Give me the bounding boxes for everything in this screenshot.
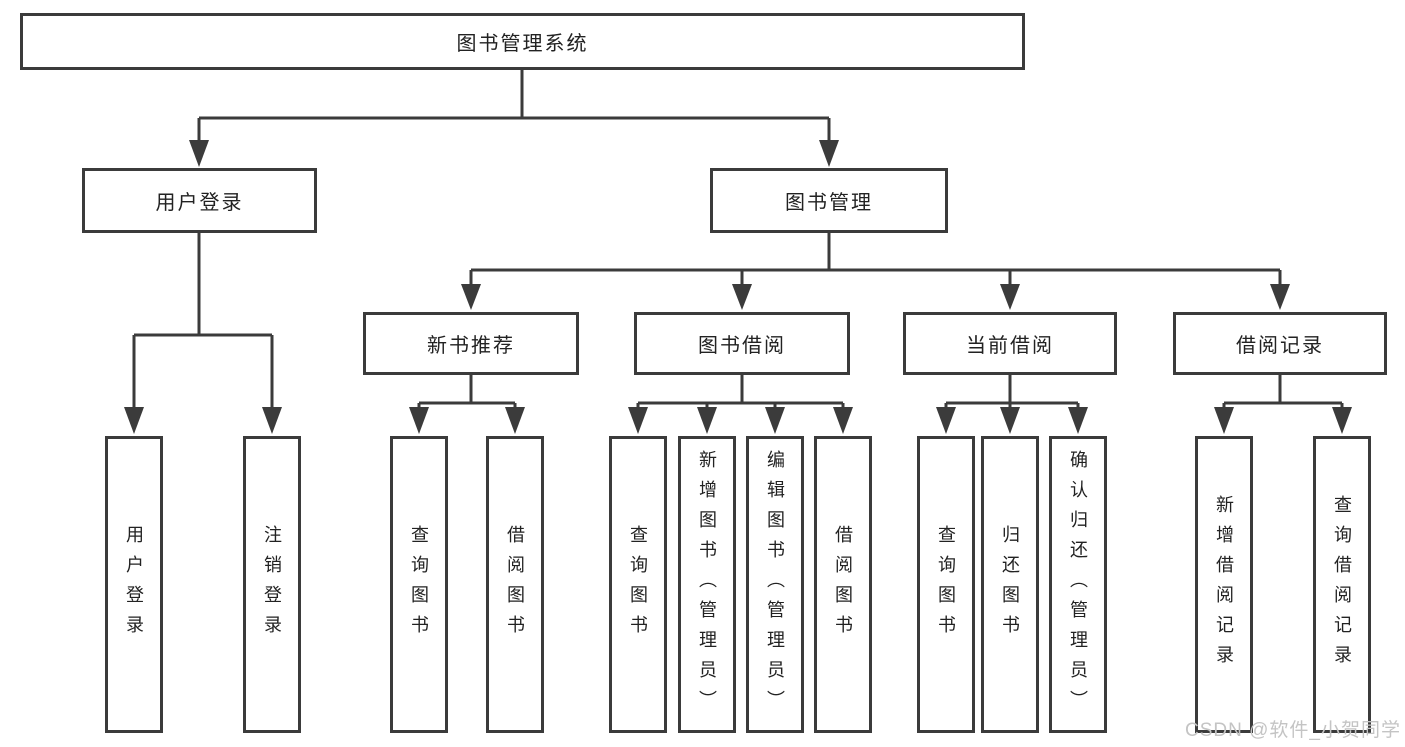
leaf-return-books: 归还图书: [981, 436, 1039, 733]
leaf-logout: 注销登录: [243, 436, 301, 733]
leaf-confirm-return-admin: 确认归还（管理员）: [1049, 436, 1107, 733]
leaf-add-books-admin: 新增图书（管理员）: [678, 436, 736, 733]
leaf-edit-books-admin: 编辑图书（管理员）: [746, 436, 804, 733]
leaf-user-login-label: 用户登录: [124, 524, 144, 645]
leaf-borrow-books-recommend: 借阅图书: [486, 436, 544, 733]
node-book-management: 图书管理: [710, 168, 948, 233]
leaf-borrow-books-recommend-label: 借阅图书: [505, 524, 525, 645]
leaf-borrow-books: 借阅图书: [814, 436, 872, 733]
leaf-add-borrow-record-label: 新增借阅记录: [1214, 494, 1234, 675]
leaf-query-books-current: 查询图书: [917, 436, 975, 733]
leaf-query-books-borrow: 查询图书: [609, 436, 667, 733]
node-new-book-recommend: 新书推荐: [363, 312, 579, 375]
node-current-borrowing-label: 当前借阅: [966, 335, 1054, 357]
leaf-logout-label: 注销登录: [262, 524, 282, 645]
node-borrowing-records: 借阅记录: [1173, 312, 1387, 375]
leaf-borrow-books-label: 借阅图书: [833, 524, 853, 645]
leaf-user-login: 用户登录: [105, 436, 163, 733]
leaf-query-books-borrow-label: 查询图书: [628, 524, 648, 645]
node-book-borrowing-label: 图书借阅: [698, 335, 786, 357]
csdn-watermark: CSDN @软件_小贺同学: [1185, 720, 1401, 741]
node-root: 图书管理系统: [20, 13, 1025, 70]
leaf-query-borrow-record: 查询借阅记录: [1313, 436, 1371, 733]
node-new-book-recommend-label: 新书推荐: [427, 335, 515, 357]
node-user-login: 用户登录: [82, 168, 317, 233]
node-root-label: 图书管理系统: [456, 33, 589, 55]
leaf-query-books-recommend: 查询图书: [390, 436, 448, 733]
leaf-add-books-admin-label: 新增图书（管理员）: [697, 449, 717, 720]
node-current-borrowing: 当前借阅: [903, 312, 1117, 375]
leaf-query-borrow-record-label: 查询借阅记录: [1332, 494, 1352, 675]
leaf-query-books-recommend-label: 查询图书: [409, 524, 429, 645]
leaf-return-books-label: 归还图书: [1000, 524, 1020, 645]
node-borrowing-records-label: 借阅记录: [1236, 335, 1324, 357]
leaf-edit-books-admin-label: 编辑图书（管理员）: [765, 449, 785, 720]
leaf-add-borrow-record: 新增借阅记录: [1195, 436, 1253, 733]
node-book-management-label: 图书管理: [785, 192, 873, 214]
node-user-login-label: 用户登录: [155, 192, 244, 214]
leaf-confirm-return-admin-label: 确认归还（管理员）: [1068, 449, 1088, 720]
leaf-query-books-current-label: 查询图书: [936, 524, 956, 645]
node-book-borrowing: 图书借阅: [634, 312, 850, 375]
